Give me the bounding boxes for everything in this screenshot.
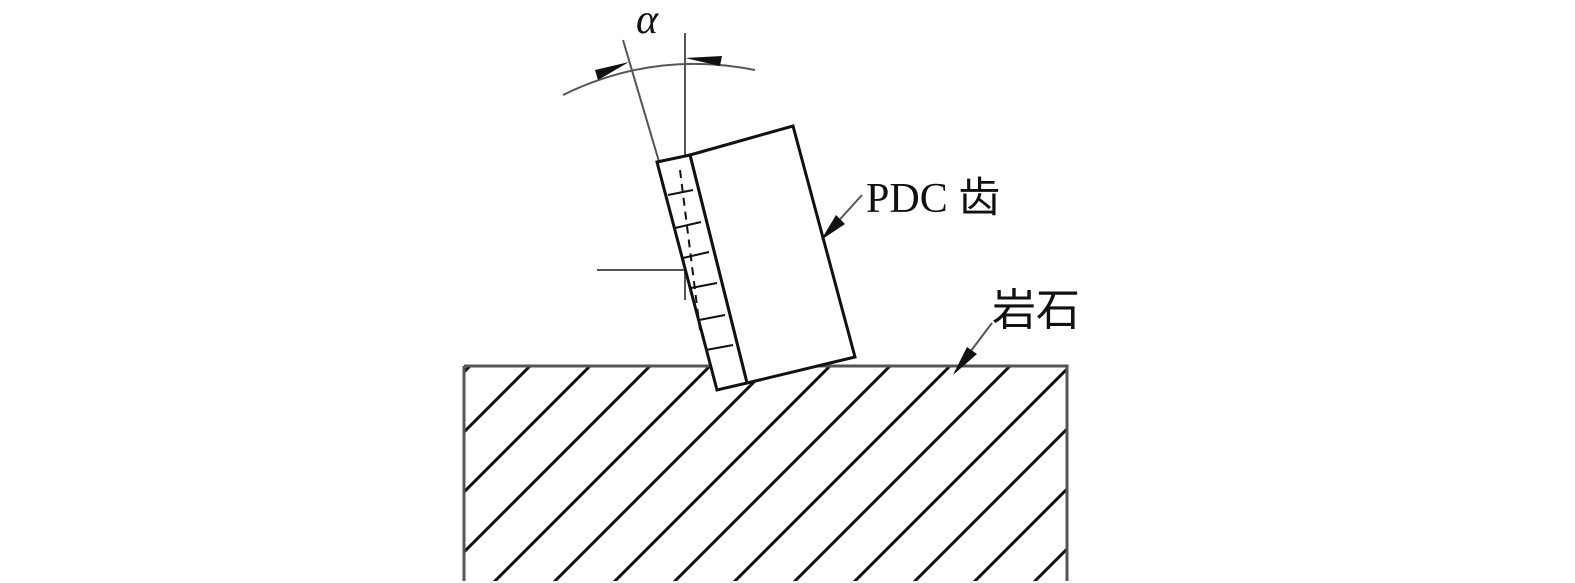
hatch-line xyxy=(912,426,1067,581)
hatch-line xyxy=(464,366,532,435)
hatch-line xyxy=(1032,546,1067,581)
arrow-left-icon xyxy=(595,62,629,80)
angle-arc xyxy=(562,62,756,96)
hatch-line xyxy=(672,366,892,581)
hatch-line xyxy=(464,366,652,555)
hatch-line xyxy=(612,366,832,581)
hatch-line xyxy=(732,366,952,581)
rock-block xyxy=(462,364,1069,581)
hatch-line xyxy=(852,366,1067,581)
rock-leader-arrow-icon xyxy=(953,347,977,375)
hatch-line xyxy=(552,366,772,581)
cutter-axis-line xyxy=(622,39,661,166)
hatch-line xyxy=(464,366,472,375)
angle-label: α xyxy=(636,0,659,43)
rock-label: 岩石 xyxy=(992,286,1080,335)
hatch-line xyxy=(972,486,1067,581)
arrow-right-icon xyxy=(685,56,722,66)
hatch-line xyxy=(792,366,1012,581)
hatch-line xyxy=(464,366,592,495)
diamond-layer-dashes xyxy=(667,169,734,351)
hatch-line xyxy=(492,366,712,581)
cutter-label: PDC 齿 xyxy=(866,176,1001,222)
cutter-leader-arrow-icon xyxy=(821,215,845,240)
